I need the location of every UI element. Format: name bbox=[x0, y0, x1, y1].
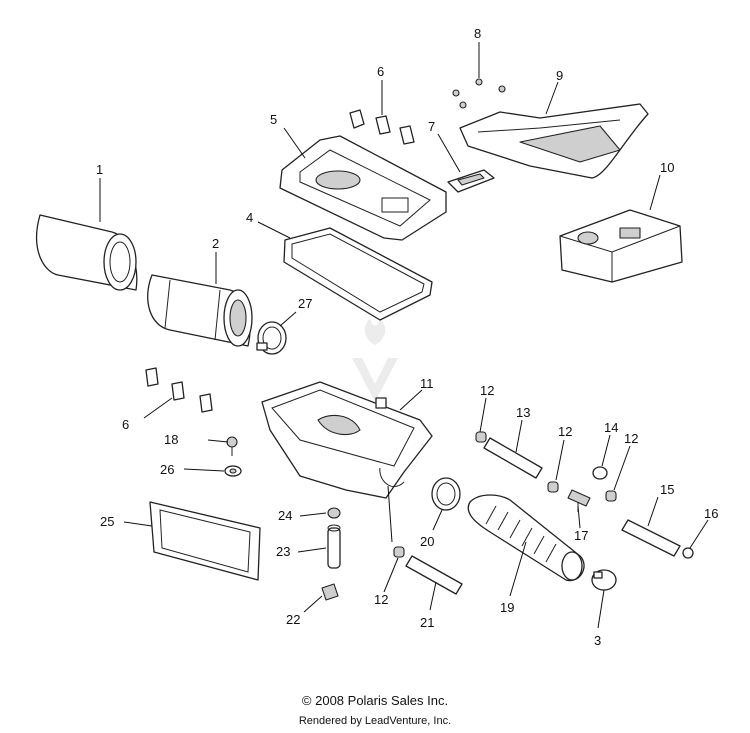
callout-7: 7 bbox=[428, 119, 435, 134]
part-2-air-filter[interactable] bbox=[147, 274, 253, 347]
callout-13: 13 bbox=[516, 405, 530, 420]
part-14-clip[interactable] bbox=[592, 466, 608, 480]
part-20-coupler[interactable] bbox=[431, 477, 461, 511]
part-18-push-fastener[interactable] bbox=[226, 436, 238, 456]
part-1-prefilter-sleeve[interactable] bbox=[35, 214, 138, 291]
part-27-hose-clamp[interactable] bbox=[256, 321, 287, 355]
part-10-foam-block[interactable] bbox=[559, 209, 683, 283]
callout-21: 21 bbox=[420, 615, 434, 630]
part-23-drain-tube[interactable] bbox=[327, 524, 341, 569]
callout-labels: 1 2 27 5 4 6 7 8 9 10 11 12 13 12 14 12 … bbox=[96, 26, 718, 648]
callout-12-b: 12 bbox=[558, 424, 572, 439]
callout-1: 1 bbox=[96, 162, 103, 177]
leader-lines bbox=[99, 42, 709, 629]
callout-12-d: 12 bbox=[374, 592, 388, 607]
part-3-boot-clamp[interactable] bbox=[591, 569, 617, 591]
part-15-vent-tube[interactable] bbox=[621, 519, 681, 557]
callout-19: 19 bbox=[500, 600, 514, 615]
part-17-fitting[interactable] bbox=[567, 489, 591, 512]
part-4-lid-gasket[interactable] bbox=[283, 227, 433, 321]
callout-11: 11 bbox=[420, 376, 434, 391]
part-25-splash-shield[interactable] bbox=[149, 501, 261, 581]
part-21-vent-tube[interactable] bbox=[405, 555, 463, 595]
part-22-tube-clamp[interactable] bbox=[321, 583, 339, 601]
callout-15: 15 bbox=[660, 482, 674, 497]
callout-23: 23 bbox=[276, 544, 290, 559]
part-12-vent-caps[interactable] bbox=[393, 431, 617, 558]
part-11-airbox-base[interactable] bbox=[261, 381, 433, 499]
callout-12-c: 12 bbox=[624, 431, 638, 446]
part-13-vent-tube[interactable] bbox=[483, 437, 543, 479]
part-8-fasteners[interactable] bbox=[452, 78, 506, 109]
callout-10: 10 bbox=[660, 160, 674, 175]
callout-6-upper: 6 bbox=[377, 64, 384, 79]
watermark-logo bbox=[352, 318, 398, 402]
callout-3: 3 bbox=[594, 633, 601, 648]
callout-24: 24 bbox=[278, 508, 292, 523]
callout-26: 26 bbox=[160, 462, 174, 477]
part-6-clips-lower[interactable] bbox=[145, 367, 213, 413]
render-credit-text: Rendered by LeadVenture, Inc. bbox=[298, 715, 452, 727]
callout-17: 17 bbox=[574, 528, 588, 543]
part-9-intake-duct[interactable] bbox=[459, 103, 649, 179]
part-19-intake-boot[interactable] bbox=[467, 494, 585, 582]
part-6-clips-upper[interactable] bbox=[349, 109, 415, 145]
callout-5: 5 bbox=[270, 112, 277, 127]
callout-12-a: 12 bbox=[480, 383, 494, 398]
callout-18: 18 bbox=[164, 432, 178, 447]
callout-25: 25 bbox=[100, 514, 114, 529]
callout-4: 4 bbox=[246, 210, 253, 225]
callout-9: 9 bbox=[556, 68, 563, 83]
copyright-text: © 2008 Polaris Sales Inc. bbox=[301, 693, 449, 708]
callout-20: 20 bbox=[420, 534, 434, 549]
callout-27: 27 bbox=[298, 296, 312, 311]
part-5-airbox-lid[interactable] bbox=[279, 135, 447, 241]
callout-8: 8 bbox=[474, 26, 481, 41]
callout-6-lower: 6 bbox=[122, 417, 129, 432]
callout-2: 2 bbox=[212, 236, 219, 251]
part-7-intake-seal[interactable] bbox=[447, 169, 495, 193]
part-26-washer[interactable] bbox=[224, 465, 242, 477]
callout-22: 22 bbox=[286, 612, 300, 627]
part-24-drain-cap[interactable] bbox=[327, 507, 341, 519]
part-16-ring[interactable] bbox=[682, 547, 694, 559]
callout-16: 16 bbox=[704, 506, 718, 521]
callout-14: 14 bbox=[604, 420, 618, 435]
